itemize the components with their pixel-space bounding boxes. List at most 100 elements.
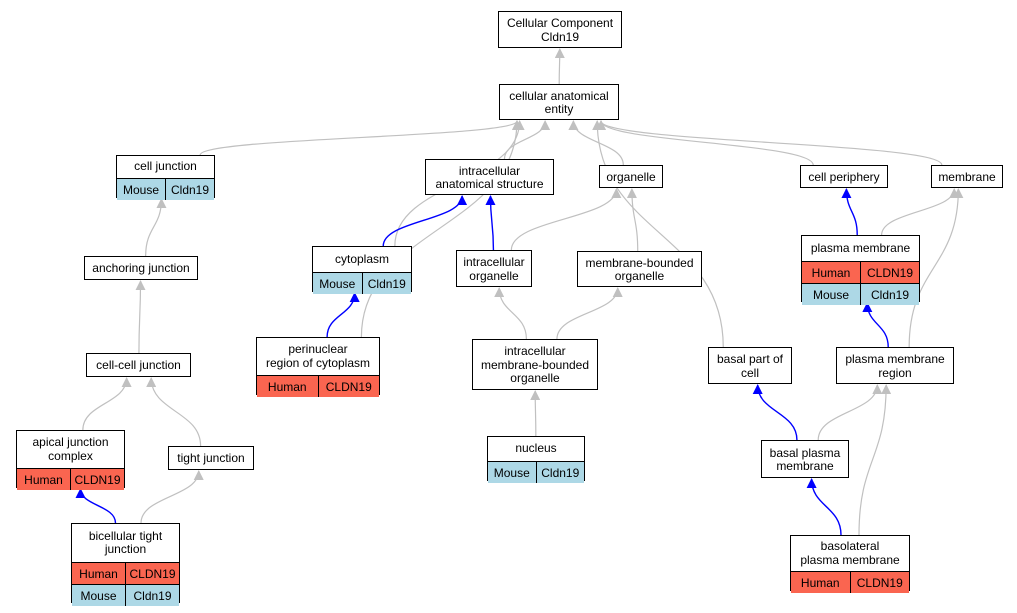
node-pm-region: plasma membrane region <box>836 347 954 384</box>
node-mb-organelle: membrane-bounded organelle <box>577 251 702 287</box>
edge-plasma-membrane-to-cell-periphery <box>841 188 858 236</box>
node-ic-organelle: intracellular organelle <box>456 250 532 287</box>
node-label: basal part of cell <box>716 352 784 380</box>
species-cell: Mouse <box>117 179 165 200</box>
edge-ic-organelle-to-ias <box>485 195 496 251</box>
edge-cae-to-root <box>554 48 565 85</box>
edge-basolateral-to-pm-region <box>858 384 892 536</box>
node-label: tight junction <box>177 451 245 466</box>
node-label: nucleus <box>515 441 557 456</box>
node-label: bicellular tight junction <box>88 528 163 556</box>
node-label: cellular anatomical entity <box>509 88 609 116</box>
species-cell: Human <box>802 262 860 283</box>
node-tight: tight junction <box>168 446 254 470</box>
edge-perinuclear-to-cytoplasm <box>326 292 360 338</box>
edge-imb-organelle-to-ic-organelle <box>494 287 527 340</box>
node-label: cell-cell junction <box>96 358 181 373</box>
gene-cell: Cldn19 <box>165 179 214 200</box>
node-label: basolateral plasma membrane <box>800 539 900 567</box>
edge-cc-junction-to-anchoring <box>135 280 146 354</box>
edge-apical-to-cc-junction <box>82 377 132 431</box>
node-label: intracellular organelle <box>463 255 525 283</box>
node-label: perinuclear region of cytoplasm <box>265 342 371 370</box>
edge-tight-to-cc-junction <box>146 377 202 447</box>
node-label: membrane-bounded organelle <box>585 255 694 283</box>
species-cell: Human <box>791 572 850 593</box>
gene-cell: Cldn19 <box>860 284 919 305</box>
node-ias: intracellular anatomical structure <box>425 159 554 195</box>
edge-pm-region-to-membrane <box>908 188 964 348</box>
node-label: organelle <box>606 169 656 184</box>
gene-cell: Cldn19 <box>361 273 411 294</box>
edge-perinuclear-to-cae <box>360 120 522 338</box>
node-membrane: membrane <box>931 165 1003 188</box>
node-label: apical junction complex <box>32 435 109 463</box>
node-label: Cellular Component Cldn19 <box>506 16 614 44</box>
edge-basal-pm-to-pm-region <box>817 384 883 441</box>
edge-basal-part-to-cae <box>592 120 724 348</box>
species-cell: Mouse <box>488 462 536 483</box>
edge-nucleus-to-imb-organelle <box>530 390 541 437</box>
gene-cell: CLDN19 <box>125 563 179 584</box>
node-label: basal plasma membrane <box>769 445 841 473</box>
node-cae: cellular anatomical entity <box>499 84 619 120</box>
node-root: Cellular Component Cldn19 <box>498 11 622 48</box>
species-cell: Mouse <box>802 284 860 305</box>
node-label: cell periphery <box>808 169 880 184</box>
edge-ias-to-cae <box>503 120 551 160</box>
node-label: membrane <box>938 169 996 184</box>
gene-cell: CLDN19 <box>849 572 909 593</box>
node-cc-junction: cell-cell junction <box>86 353 191 377</box>
edge-cytoplasm-to-ias <box>382 195 468 247</box>
node-label: plasma membrane region <box>845 352 945 380</box>
node-basal-pm: basal plasma membrane <box>761 440 849 478</box>
node-basal-part: basal part of cell <box>708 347 792 384</box>
gene-cell: CLDN19 <box>317 376 379 397</box>
edge-bicellular-to-apical <box>75 488 117 524</box>
node-organelle: organelle <box>599 165 663 188</box>
edge-basal-pm-to-basal-part <box>752 384 798 441</box>
gene-cell: CLDN19 <box>860 262 919 283</box>
species-cell: Human <box>17 469 70 490</box>
edge-anchoring-to-cell-junction <box>145 198 167 257</box>
gene-cell: Cldn19 <box>535 462 584 483</box>
node-label: intracellular anatomical structure <box>435 163 544 191</box>
edge-plasma-membrane-to-membrane <box>881 188 960 236</box>
species-cell: Human <box>257 376 318 397</box>
node-cell-periphery: cell periphery <box>800 165 888 188</box>
node-label: cell junction <box>134 159 197 174</box>
edge-mb-organelle-to-organelle <box>626 188 639 252</box>
species-cell: Human <box>72 563 125 584</box>
node-label: intracellular membrane-bounded organelle <box>480 344 590 386</box>
edge-basolateral-to-basal-pm <box>806 478 842 536</box>
gene-cell: CLDN19 <box>70 469 124 490</box>
node-anchoring: anchoring junction <box>84 256 198 280</box>
node-imb-organelle: intracellular membrane-bounded organelle <box>472 339 598 390</box>
gene-cell: Cldn19 <box>125 585 179 606</box>
edges-layer <box>75 48 964 536</box>
species-cell: Mouse <box>72 585 125 606</box>
edge-cell-periphery-to-cae <box>596 120 814 166</box>
edge-imb-organelle-to-mb-organelle <box>556 287 623 340</box>
node-label: anchoring junction <box>92 261 190 276</box>
edge-bicellular-to-tight <box>140 470 204 524</box>
edge-membrane-to-cae <box>596 120 943 166</box>
